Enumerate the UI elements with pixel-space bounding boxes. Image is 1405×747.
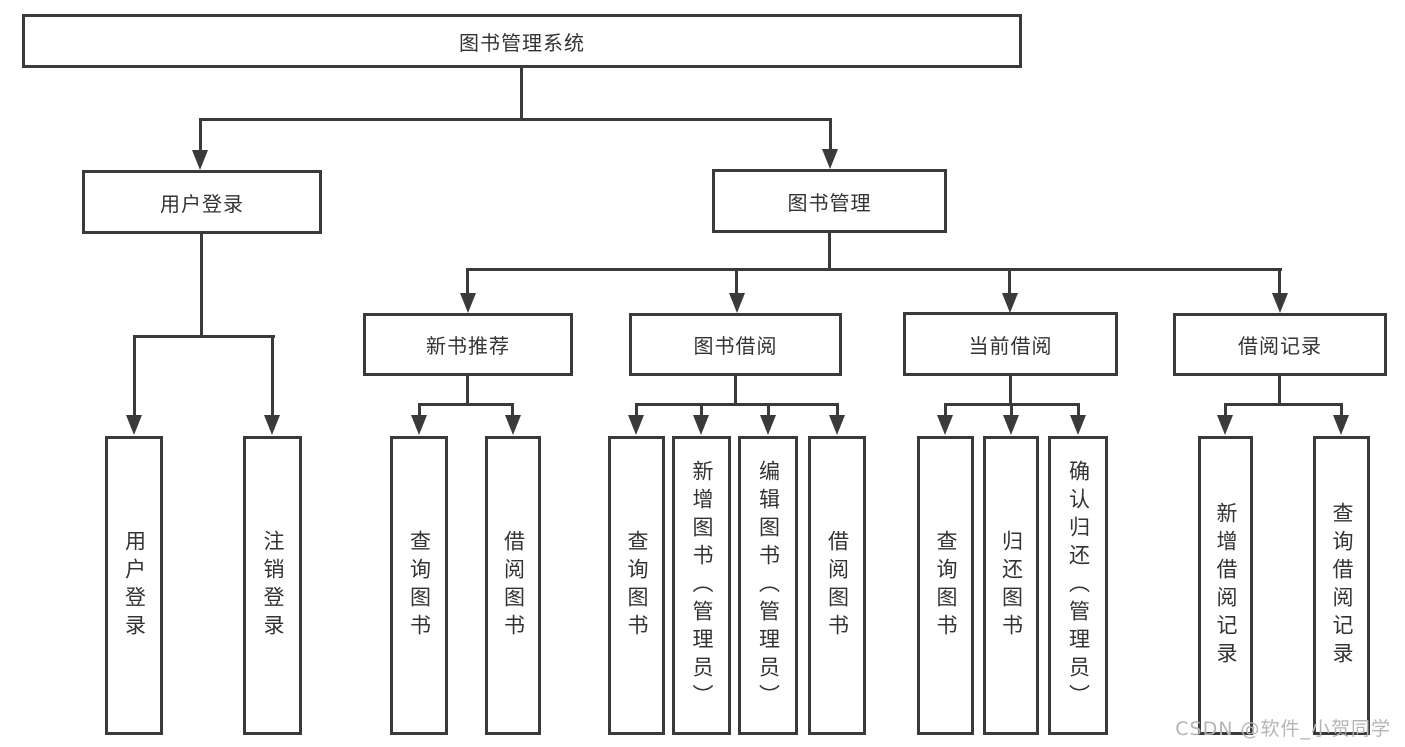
- connector-line: [467, 268, 1282, 271]
- connector-line: [635, 403, 638, 417]
- node-book-management: 图书管理: [712, 169, 947, 233]
- node-borrowing-records-label: 借阅记录: [1238, 334, 1322, 358]
- leaf-recommend-borrow-books: 借阅图书: [485, 436, 541, 735]
- leaf-current-return-books: 归还图书: [983, 436, 1039, 735]
- arrow-head: [1272, 293, 1288, 313]
- node-user-login: 用户登录: [82, 170, 322, 234]
- arrow-head: [192, 150, 208, 170]
- arrow-head: [937, 415, 953, 435]
- arrow-head: [1003, 415, 1019, 435]
- leaf-current-confirm-return-admin: 确认归还（管理员）: [1048, 436, 1108, 735]
- arrow-head: [264, 415, 280, 435]
- arrow-head: [829, 415, 845, 435]
- arrow-head: [505, 415, 521, 435]
- leaf-record-add-borrow-record: 新增借阅记录: [1198, 436, 1253, 735]
- connector-line: [1224, 403, 1343, 406]
- leaf-recommend-borrow-books-label: 借阅图书: [501, 529, 526, 642]
- leaf-record-add-borrow-record-label: 新增借阅记录: [1214, 501, 1238, 670]
- arrow-head: [411, 415, 427, 435]
- leaf-logout: 注销登录: [243, 436, 302, 735]
- arrow-head: [460, 293, 476, 313]
- connector-line: [200, 234, 203, 335]
- leaf-current-query-books: 查询图书: [917, 436, 974, 735]
- connector-line: [1009, 376, 1012, 405]
- leaf-borrow-edit-books-admin: 编辑图书（管理员）: [738, 436, 798, 735]
- connector-line: [828, 233, 831, 270]
- node-borrowing-records: 借阅记录: [1173, 313, 1387, 376]
- node-current-borrowing-label: 当前借阅: [968, 333, 1053, 358]
- leaf-user-login-label: 用户登录: [122, 529, 147, 642]
- arrow-head: [628, 415, 644, 435]
- connector-line: [944, 403, 947, 417]
- arrow-head: [126, 415, 142, 435]
- leaf-borrow-borrow-books: 借阅图书: [808, 436, 866, 735]
- node-book-management-label: 图书管理: [787, 190, 872, 215]
- connector-line: [1008, 268, 1011, 295]
- arrow-head: [1002, 293, 1018, 313]
- connector-line: [1340, 403, 1343, 417]
- leaf-record-query-borrow-record-label: 查询借阅记录: [1330, 501, 1354, 670]
- connector-line: [1278, 268, 1281, 295]
- node-library-system-label: 图书管理系统: [459, 30, 585, 55]
- connector-line: [133, 335, 275, 338]
- connector-line: [1077, 403, 1080, 417]
- connector-line: [700, 403, 703, 417]
- connector-line: [734, 376, 737, 405]
- leaf-borrow-edit-books-admin-label: 编辑图书（管理员）: [756, 459, 781, 712]
- connector-line: [418, 403, 421, 417]
- connector-line: [767, 403, 770, 417]
- connector-line: [271, 335, 274, 417]
- node-new-book-recommend: 新书推荐: [363, 313, 573, 376]
- connector-line: [836, 403, 839, 417]
- connector-line: [735, 268, 738, 295]
- connector-line: [1010, 403, 1013, 417]
- connector-line: [199, 118, 832, 121]
- connector-line: [511, 403, 514, 417]
- arrow-head: [729, 293, 745, 313]
- leaf-borrow-query-books: 查询图书: [608, 436, 665, 735]
- leaf-current-query-books-label: 查询图书: [934, 529, 958, 642]
- leaf-borrow-borrow-books-label: 借阅图书: [825, 529, 850, 642]
- leaf-user-login: 用户登录: [105, 436, 163, 735]
- leaf-current-return-books-label: 归还图书: [999, 529, 1024, 642]
- arrow-head: [1333, 415, 1349, 435]
- connector-line: [635, 403, 839, 406]
- leaf-recommend-query-books: 查询图书: [390, 436, 448, 735]
- leaf-recommend-query-books-label: 查询图书: [407, 529, 432, 642]
- leaf-borrow-query-books-label: 查询图书: [625, 529, 649, 642]
- arrow-head: [822, 149, 838, 169]
- connector-line: [1278, 376, 1281, 405]
- connector-line: [199, 118, 202, 152]
- connector-line: [466, 268, 469, 295]
- node-new-book-recommend-label: 新书推荐: [426, 334, 510, 358]
- node-library-system: 图书管理系统: [22, 14, 1022, 68]
- leaf-borrow-add-books-admin: 新增图书（管理员）: [672, 436, 731, 735]
- node-current-borrowing: 当前借阅: [903, 312, 1118, 376]
- arrow-head: [693, 415, 709, 435]
- connector-line: [418, 403, 514, 406]
- node-book-borrowing-label: 图书借阅: [693, 334, 778, 358]
- connector-line: [1224, 403, 1227, 417]
- connector-line: [133, 335, 136, 417]
- leaf-logout-label: 注销登录: [261, 529, 285, 642]
- node-book-borrowing: 图书借阅: [629, 313, 842, 376]
- leaf-current-confirm-return-admin-label: 确认归还（管理员）: [1066, 459, 1091, 712]
- node-user-login-label: 用户登录: [160, 191, 244, 216]
- connector-line: [520, 68, 523, 120]
- leaf-record-query-borrow-record: 查询借阅记录: [1313, 436, 1370, 735]
- arrow-head: [1070, 415, 1086, 435]
- connector-line: [829, 118, 832, 152]
- connector-line: [466, 376, 469, 405]
- leaf-borrow-add-books-admin-label: 新增图书（管理员）: [690, 459, 714, 712]
- arrow-head: [760, 415, 776, 435]
- watermark: CSDN @软件_小贺同学: [1175, 718, 1391, 740]
- arrow-head: [1217, 415, 1233, 435]
